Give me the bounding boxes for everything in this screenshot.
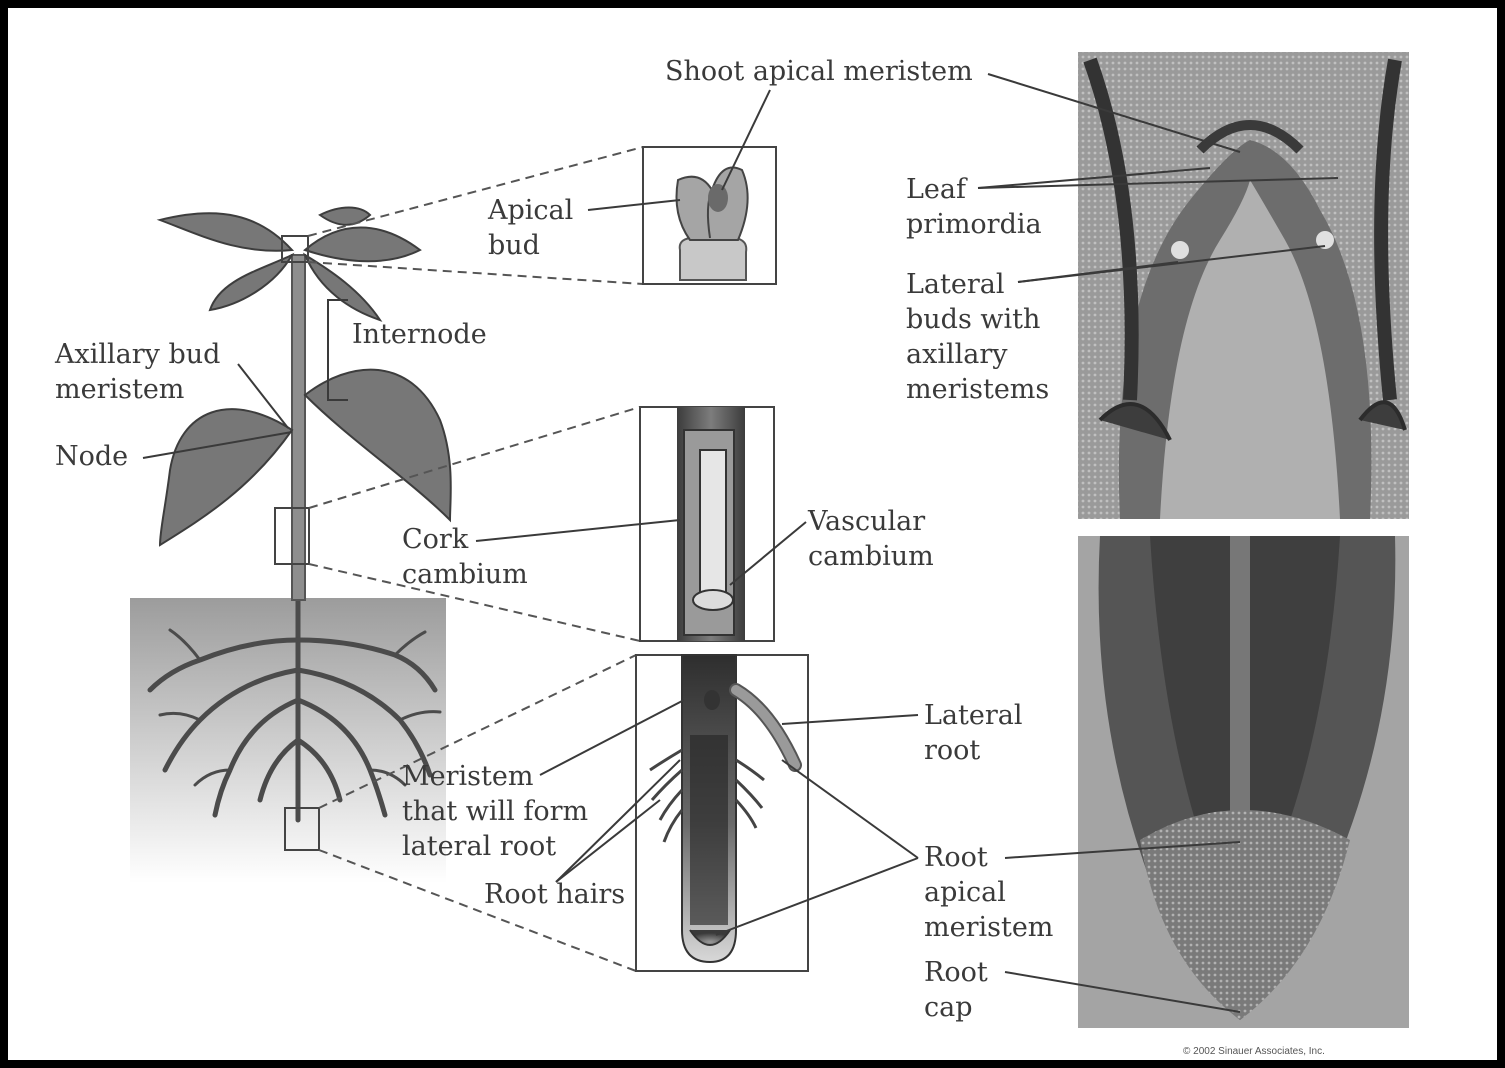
label-root-cap-line2: cap xyxy=(924,990,973,1025)
label-lateral-root-line1: Lateral xyxy=(924,698,1023,733)
label-axillary-bud-line2: meristem xyxy=(55,372,184,407)
label-meristem-lateral-line2: that will form xyxy=(402,794,588,829)
label-lateral-root-line2: root xyxy=(924,733,980,768)
copyright-notice: © 2002 Sinauer Associates, Inc. xyxy=(1183,1046,1325,1057)
label-lateral-buds-line2: buds with xyxy=(906,302,1040,337)
label-meristem-lateral-line3: lateral root xyxy=(402,829,556,864)
label-root-apical-meristem-line3: meristem xyxy=(924,910,1053,945)
label-cork-cambium-line2: cambium xyxy=(402,557,528,592)
label-root-cap-line1: Root xyxy=(924,955,988,990)
label-root-apical-meristem-line1: Root xyxy=(924,840,988,875)
label-lateral-buds-line3: axillary xyxy=(906,337,1008,372)
label-cork-cambium-line1: Cork xyxy=(402,522,468,557)
label-lateral-buds-line4: meristems xyxy=(906,372,1049,407)
label-apical-bud-line2: bud xyxy=(488,228,540,263)
label-root-apical-meristem-line2: apical xyxy=(924,875,1006,910)
label-meristem-lateral-line1: Meristem xyxy=(402,759,533,794)
label-node: Node xyxy=(55,439,128,474)
label-internode: Internode xyxy=(352,317,487,352)
label-axillary-bud-line1: Axillary bud xyxy=(55,337,220,372)
label-vascular-cambium-line2: cambium xyxy=(808,539,934,574)
label-shoot-apical-meristem: Shoot apical meristem xyxy=(665,54,973,89)
label-root-hairs: Root hairs xyxy=(484,877,625,912)
label-vascular-cambium-line1: Vascular xyxy=(808,504,925,539)
label-leaf-primordia-line2: primordia xyxy=(906,207,1042,242)
label-apical-bud-line1: Apical xyxy=(488,193,573,228)
label-lateral-buds-line1: Lateral xyxy=(906,267,1005,302)
stem-section-illustration xyxy=(677,407,745,641)
label-leaf-primordia-line1: Leaf xyxy=(906,172,966,207)
plant-stem xyxy=(292,255,305,600)
shoot-apex-micrograph-detail xyxy=(1078,52,1409,519)
